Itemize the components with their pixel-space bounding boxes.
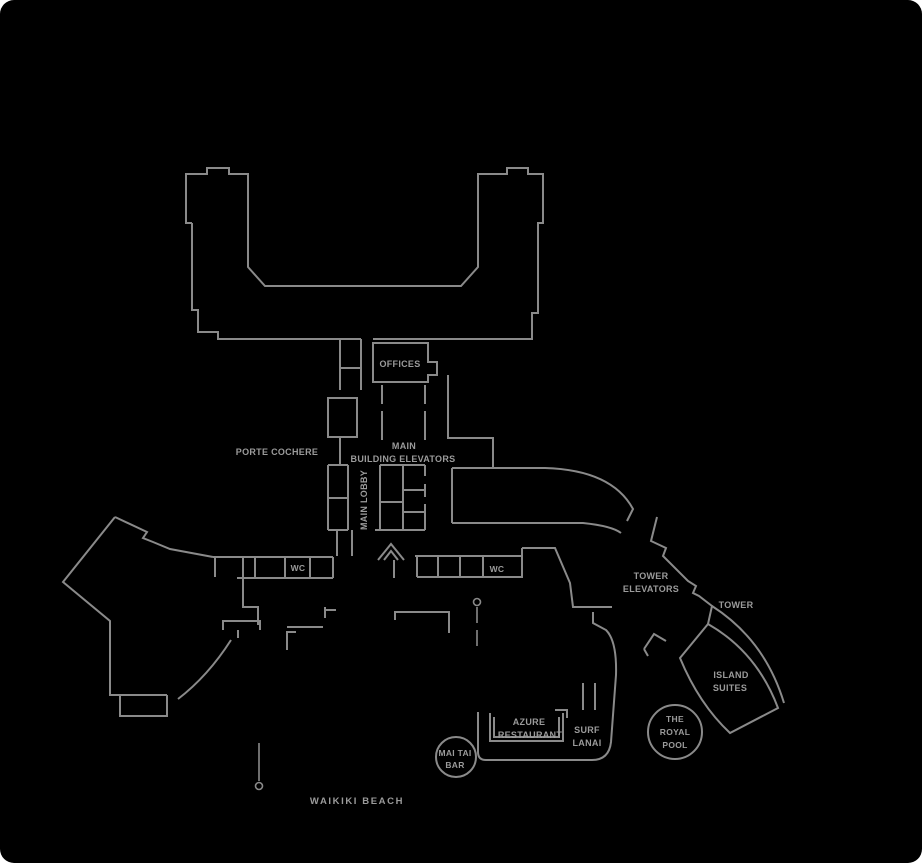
connector-corridor <box>339 339 362 465</box>
main-building-elevators-label-line1: MAIN <box>392 441 416 451</box>
azure-restaurant-label-line2: RESTAURANT <box>498 730 563 740</box>
azure-restaurant-label-line1: AZURE <box>513 717 546 727</box>
east-of-offices-wall <box>447 375 494 467</box>
mai-tai-bar-label-line2: BAR <box>445 760 464 770</box>
beach-marker-center <box>472 597 482 652</box>
flag-pole-base <box>254 781 264 791</box>
porte-cochere-label: PORTE COCHERE <box>236 447 318 457</box>
lobby-connector <box>327 339 362 465</box>
tower-elevators-label-line1: TOWER <box>634 571 669 581</box>
mai-tai-bar-circle <box>435 736 477 778</box>
wc-left-label: WC <box>291 563 306 573</box>
center-rooms <box>213 542 612 633</box>
beach-marker-west <box>254 743 264 791</box>
surf-lanai-walls <box>555 683 596 718</box>
main-building-outline <box>185 167 544 340</box>
surf-lanai-label-line2: LANAI <box>573 738 602 748</box>
west-wing-arc-wall <box>177 639 232 700</box>
tower-complex <box>643 516 785 735</box>
connector-side-room <box>327 397 358 438</box>
lobby-corridor-walls <box>381 385 426 440</box>
royal-pool-label-line2: ROYAL <box>660 727 690 737</box>
waikiki-beach-label: WAIKIKI BEACH <box>310 796 404 807</box>
lobby-west-rooms <box>327 464 353 556</box>
island-suites-label-line2: SUITES <box>713 683 747 693</box>
west-wing-outline <box>61 516 216 717</box>
royal-pool-label-line3: POOL <box>662 740 687 750</box>
island-suites-label-line1: ISLAND <box>713 670 748 680</box>
tower-label: TOWER <box>719 600 754 610</box>
main-building-left-arm <box>191 223 361 340</box>
main-lobby-block <box>327 385 426 556</box>
south-of-wc-left <box>242 578 450 633</box>
mai-tai-bar-label-line1: MAI TAI <box>438 748 471 758</box>
island-suites-band <box>678 622 780 735</box>
tower-outer-wall <box>711 605 785 704</box>
southeast-room <box>521 547 612 608</box>
royal-pool-label-line1: THE <box>666 714 684 724</box>
royal-pool-circle <box>647 704 703 760</box>
great-hall <box>451 467 635 534</box>
main-building <box>185 167 544 340</box>
offices-label: OFFICES <box>379 359 420 369</box>
azure-restaurant-walls <box>489 713 564 742</box>
flag-pole-top <box>472 597 482 607</box>
main-building-elevators-label-line2: BUILDING ELEVATORS <box>351 454 456 464</box>
wc-right-label: WC <box>490 564 505 574</box>
surf-lanai-label-line1: SURF <box>574 725 600 735</box>
grand-stair-symbol <box>377 542 405 578</box>
offices-room <box>372 342 438 383</box>
main-lobby-label: MAIN LOBBY <box>359 470 369 530</box>
map-labels: OFFICES PORTE COCHERE MAIN BUILDING ELEV… <box>236 359 754 807</box>
tower-entry-notch <box>643 632 667 657</box>
elevator-core <box>375 464 426 531</box>
deck-boundary <box>477 612 618 761</box>
wc-row-left <box>213 556 334 579</box>
west-wing-terrace <box>222 620 261 638</box>
beach-deck <box>477 612 618 761</box>
tower-walkway <box>649 516 714 625</box>
tower-elevators-label-line2: ELEVATORS <box>623 584 679 594</box>
wc-row-right <box>415 555 522 578</box>
west-wing <box>61 516 296 717</box>
beach-stair-piece <box>286 631 296 650</box>
